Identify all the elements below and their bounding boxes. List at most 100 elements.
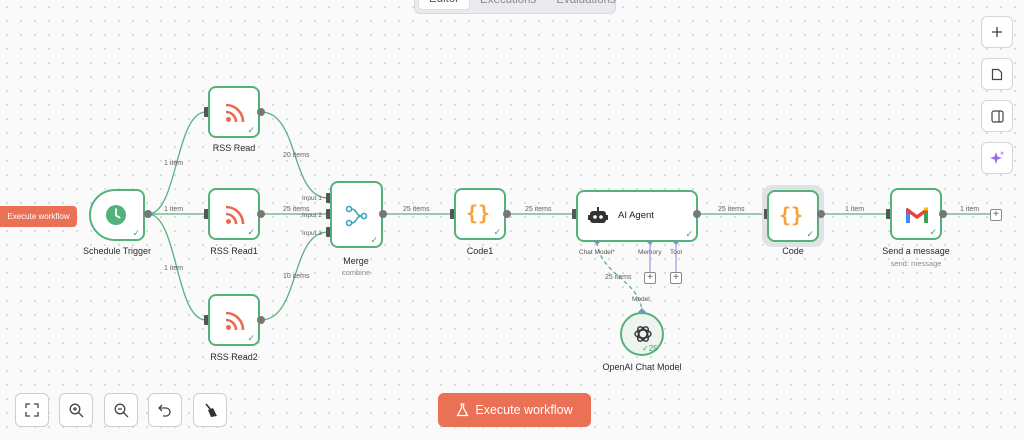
execute-workflow-button[interactable]: Execute workflow [438, 393, 591, 427]
node-code1[interactable]: {} ✓ [454, 188, 506, 240]
toggle-panel-button[interactable] [981, 100, 1013, 132]
node-subtitle: combine [341, 268, 371, 277]
output-handle[interactable] [693, 210, 701, 218]
node-label: Code1 [466, 246, 494, 256]
add-sticky-note-button[interactable] [981, 58, 1013, 90]
node-send-a-message[interactable]: ✓ [890, 188, 942, 240]
add-memory-button[interactable]: + [644, 272, 656, 284]
success-check-icon: ✓ [685, 229, 693, 239]
zoom-in-icon [69, 403, 83, 417]
add-tool-button[interactable]: + [670, 272, 682, 284]
merge-input-3-label: Input 3 [302, 230, 322, 237]
view-tabs: Editor Executions Evaluations [414, 0, 616, 14]
edge-rss3-merge [260, 231, 329, 321]
rss-icon [225, 103, 245, 123]
input-handle[interactable] [450, 209, 455, 219]
node-rss-read1[interactable]: ✓ [208, 188, 260, 240]
input-handle[interactable] [204, 209, 209, 219]
clean-up-icon [204, 402, 217, 417]
execute-workflow-label: Execute workflow [475, 403, 573, 417]
gmail-icon [906, 207, 928, 223]
edge-model-agent [596, 241, 643, 313]
tab-editor[interactable]: Editor [418, 0, 471, 10]
node-label: OpenAI Chat Model [602, 362, 682, 372]
success-check-icon: ✓ [247, 227, 255, 237]
node-label: Send a message [882, 246, 950, 256]
output-handle[interactable] [939, 210, 947, 218]
input-handle[interactable] [764, 209, 769, 219]
edge-label: 25 items [605, 274, 632, 281]
node-rss-read[interactable]: ✓ [208, 86, 260, 138]
output-handle[interactable] [257, 108, 265, 116]
success-check-icon: ✓ [370, 235, 378, 245]
edge-label: 25 items [283, 206, 310, 213]
braces-icon: {} [779, 203, 804, 227]
edge-rss1-merge [260, 111, 329, 199]
zoom-out-button[interactable] [104, 393, 138, 427]
clock-icon [106, 205, 126, 225]
port-label-text: Chat Model* [579, 249, 615, 256]
rss-icon [225, 311, 245, 331]
zoom-out-icon [114, 403, 128, 417]
output-handle[interactable] [379, 210, 387, 218]
input-handle[interactable] [572, 209, 577, 219]
clean-up-button[interactable] [193, 393, 227, 427]
output-handle[interactable] [503, 210, 511, 218]
merge-icon [345, 205, 368, 227]
merge-input-1-label: Input 1 [302, 195, 322, 202]
node-merge[interactable]: ✓ [330, 181, 383, 248]
side-execute-workflow-button[interactable]: Execute workflow [0, 206, 77, 227]
input-handle[interactable] [204, 107, 209, 117]
edge-label: 25 items [403, 206, 430, 213]
success-check-icon: ✓ [247, 333, 255, 343]
plus-icon: + [647, 272, 653, 283]
plus-icon: + [993, 209, 999, 220]
node-label: RSS Read [212, 143, 256, 153]
edge-label: 1 item [164, 206, 184, 213]
ai-assistant-button[interactable] [981, 142, 1013, 174]
braces-icon: {} [466, 201, 491, 225]
fit-view-button[interactable] [15, 393, 49, 427]
node-title: AI Agent [618, 210, 654, 221]
success-check-icon: ✓ [806, 229, 814, 239]
edge-label: 25 items [525, 206, 552, 213]
zoom-in-button[interactable] [59, 393, 93, 427]
success-check-icon: ✓ [247, 125, 255, 135]
robot-icon [588, 207, 608, 223]
node-openai-chat-model[interactable]: ✓25 [620, 312, 664, 356]
success-count-badge: ✓25 [642, 344, 658, 353]
output-handle[interactable] [257, 316, 265, 324]
input-handle-3[interactable] [326, 227, 331, 237]
input-handle-1[interactable] [326, 193, 331, 203]
edge-label: 1 item [164, 160, 184, 167]
add-next-node-button[interactable]: + [990, 209, 1002, 221]
success-check-icon: ✓ [929, 227, 937, 237]
node-schedule-trigger[interactable]: ✓ [89, 189, 145, 241]
output-handle[interactable] [144, 210, 152, 218]
node-subtitle: send: message [890, 259, 942, 268]
tab-executions[interactable]: Executions [480, 0, 537, 6]
node-ai-agent[interactable]: AI Agent ✓ [576, 190, 698, 242]
add-node-button[interactable] [981, 16, 1013, 48]
edge-label: 25 items [718, 206, 745, 213]
node-label: Schedule Trigger [82, 246, 152, 256]
edge-schedule-rss1 [147, 111, 207, 215]
node-rss-read2[interactable]: ✓ [208, 294, 260, 346]
edge-label: 10 items [283, 273, 310, 280]
edge-schedule-rss3 [147, 213, 207, 321]
input-handle-2[interactable] [326, 209, 331, 219]
merge-input-2-label: Input 2 [302, 212, 322, 219]
tab-evaluations[interactable]: Evaluations [556, 0, 616, 6]
sticky-note-icon [991, 68, 1003, 80]
edge-label: 1 item [960, 206, 980, 213]
input-handle[interactable] [204, 315, 209, 325]
plus-icon [992, 27, 1002, 37]
panel-icon [990, 109, 1004, 123]
input-handle[interactable] [886, 209, 891, 219]
node-code[interactable]: {} ✓ [767, 190, 819, 242]
output-handle[interactable] [817, 210, 825, 218]
undo-button[interactable] [148, 393, 182, 427]
output-handle[interactable] [257, 210, 265, 218]
flask-icon [456, 403, 469, 417]
plus-icon: + [673, 272, 679, 283]
